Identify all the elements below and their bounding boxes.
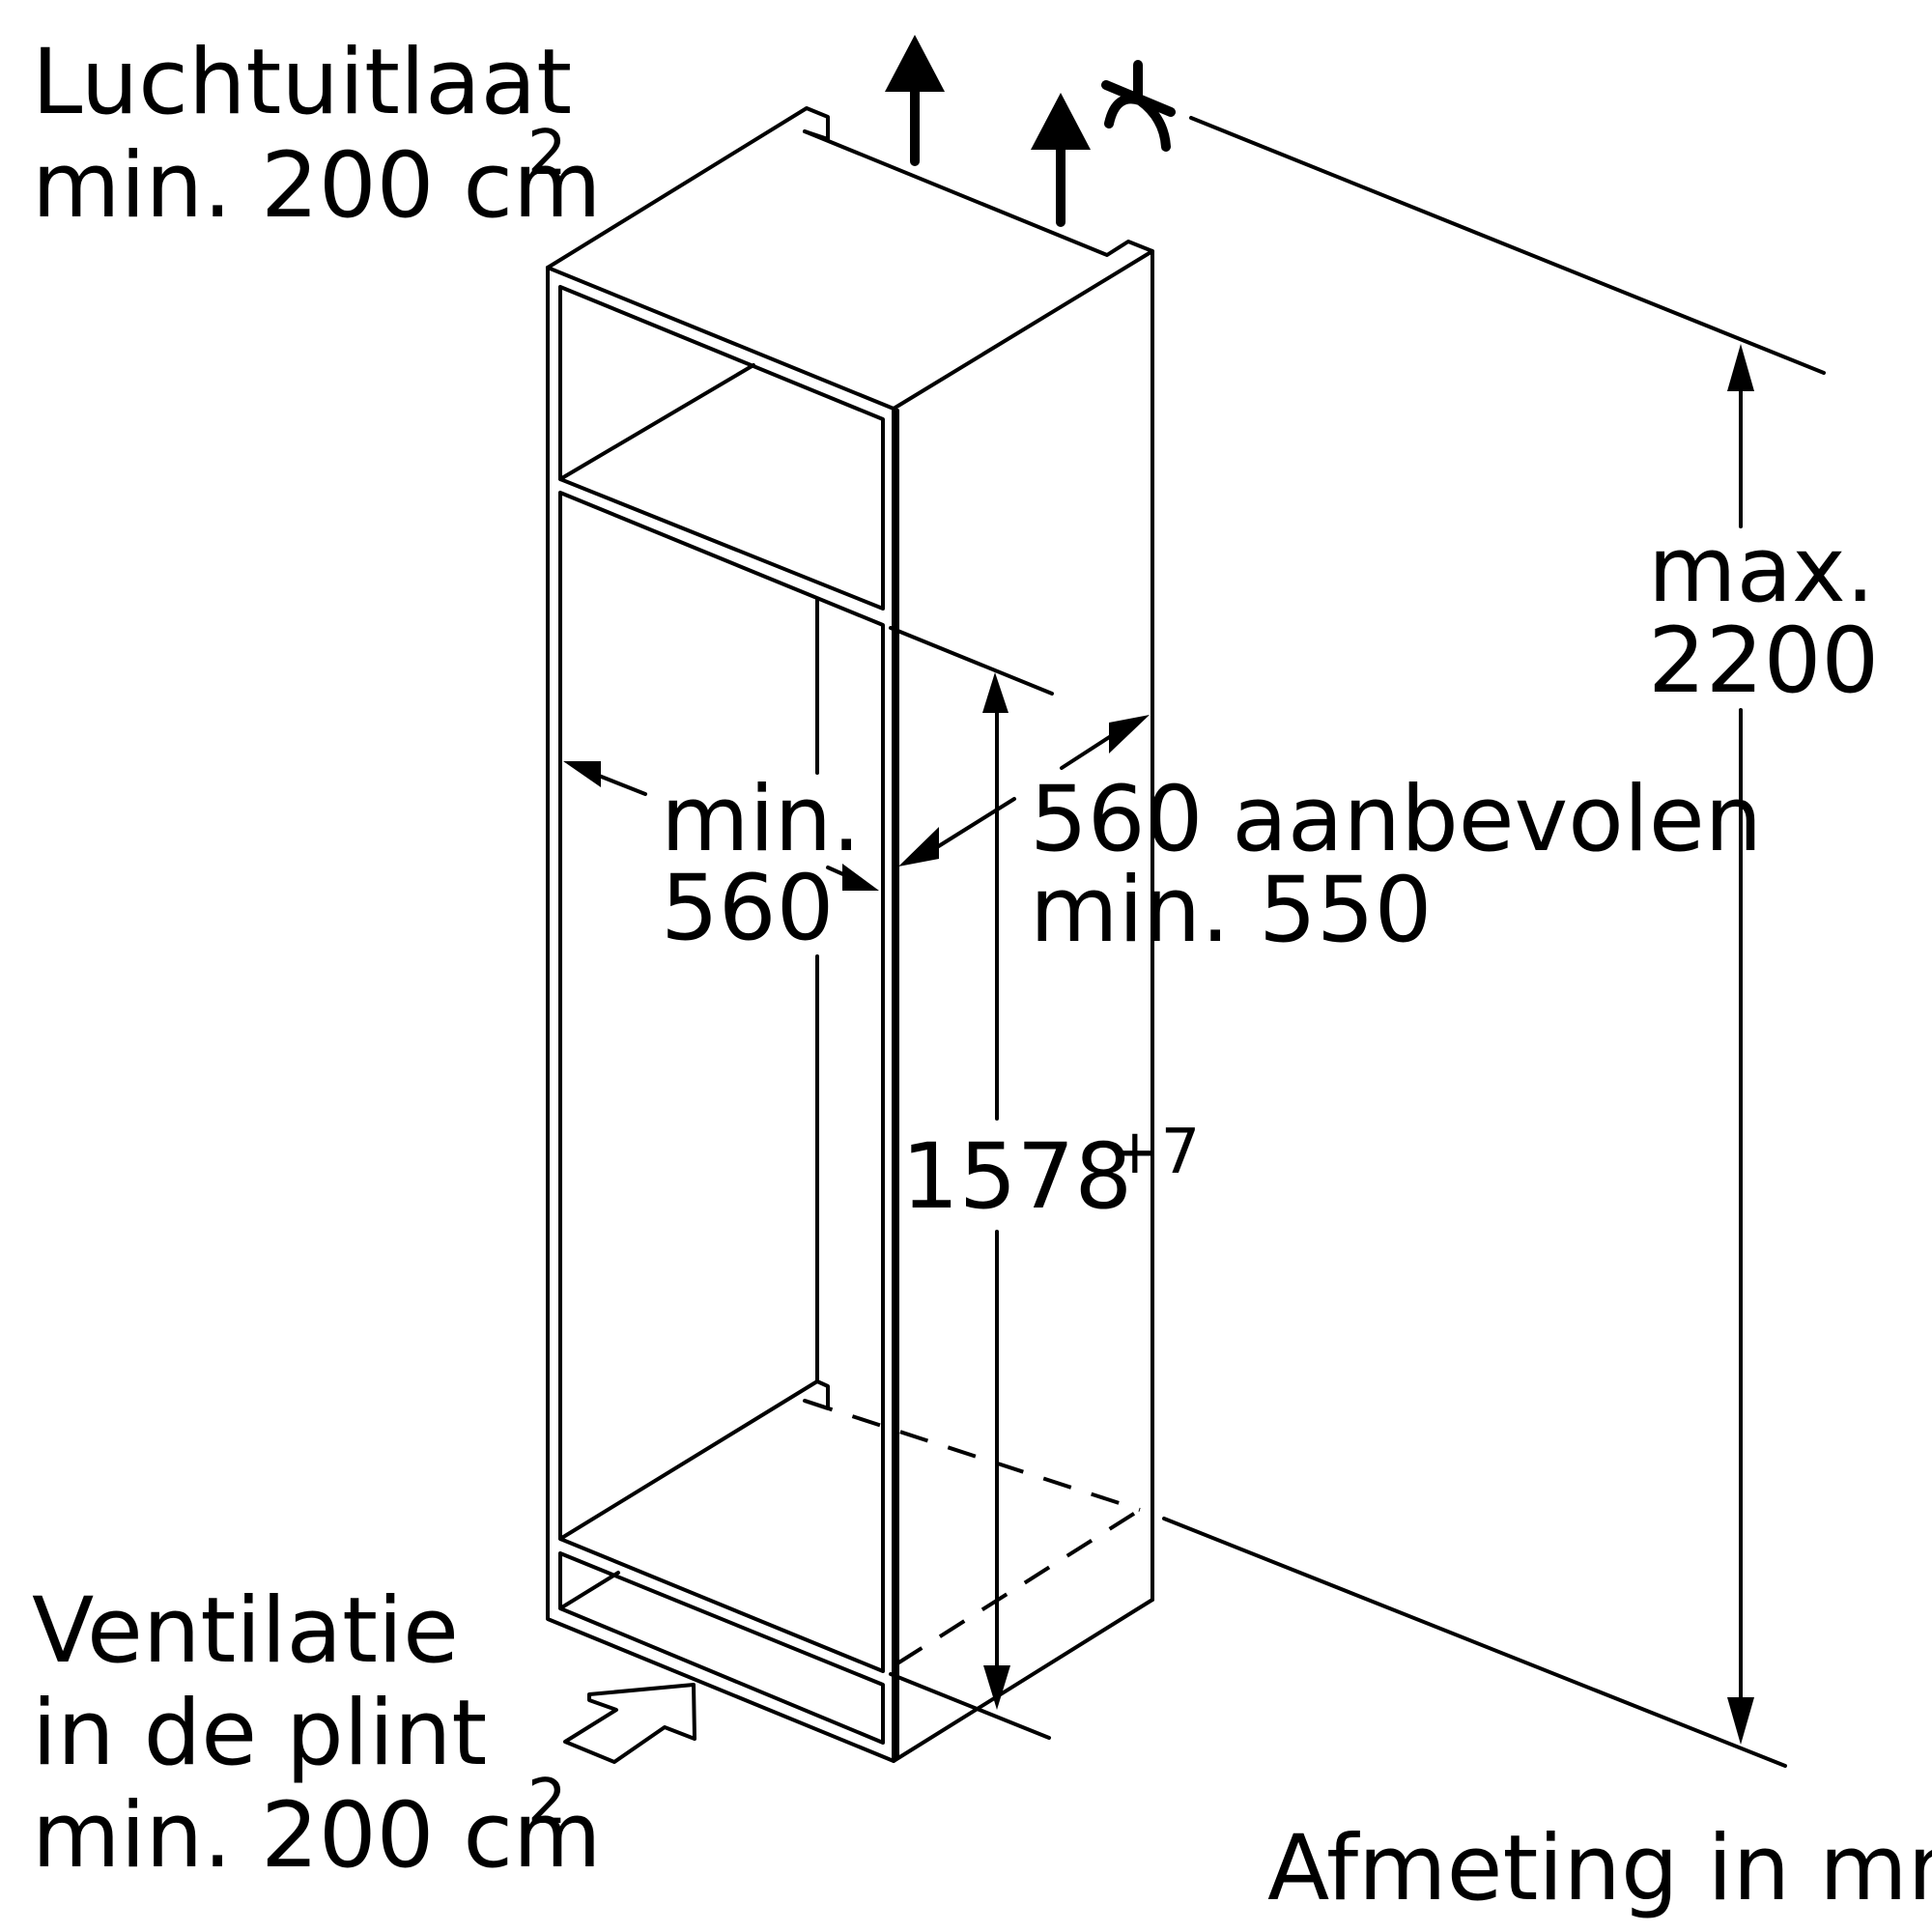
ventilation-line3: min. 200 cm <box>32 1783 602 1889</box>
width-dimension <box>563 761 879 891</box>
depth-line1: 560 aanbevolen <box>1030 767 1762 872</box>
depth-label: 560 aanbevolen min. 550 <box>1030 767 1762 963</box>
ventilation-label: Ventilatie in de plint min. 200 cm 2 <box>32 1578 602 1889</box>
max-height-label: max. 2200 <box>1648 518 1879 714</box>
cabinet-outline <box>546 106 1154 1763</box>
air-outlet-line2: min. 200 cm <box>32 133 602 239</box>
width-label: min. 560 <box>661 767 861 961</box>
air-outlet-line1: Luchtuitlaat <box>32 30 572 135</box>
ventilation-line1: Ventilatie <box>32 1578 459 1684</box>
arrow-up-icon <box>1031 93 1091 227</box>
depth-dimension <box>898 715 1150 867</box>
niche-height-value: 1578 <box>901 1124 1132 1230</box>
ventilation-line2: in de plint <box>32 1681 487 1786</box>
max-height-line2: 2200 <box>1648 609 1879 714</box>
arrow-right-icon <box>563 1683 696 1764</box>
niche-height-label: 1578 +7 <box>901 1117 1200 1230</box>
unit-note: Afmeting in mm <box>1267 1816 1932 1921</box>
air-outlet-superscript: 2 <box>527 118 567 189</box>
hinge-icon <box>1101 60 1176 152</box>
air-outlet-label: Luchtuitlaat min. 200 cm 2 <box>32 30 602 239</box>
niche-height-tolerance: +7 <box>1109 1117 1200 1188</box>
extension-lines <box>889 116 1826 1768</box>
niche-height-dimension <box>982 672 1154 1710</box>
ventilation-superscript: 2 <box>527 1767 567 1838</box>
width-min-line1: min. <box>661 767 861 872</box>
depth-line2: min. 550 <box>1030 858 1432 963</box>
width-min-line2: 560 <box>661 856 834 961</box>
max-height-dimension <box>1727 344 1754 1745</box>
max-height-line1: max. <box>1648 518 1875 623</box>
arrow-up-icon <box>885 35 945 166</box>
